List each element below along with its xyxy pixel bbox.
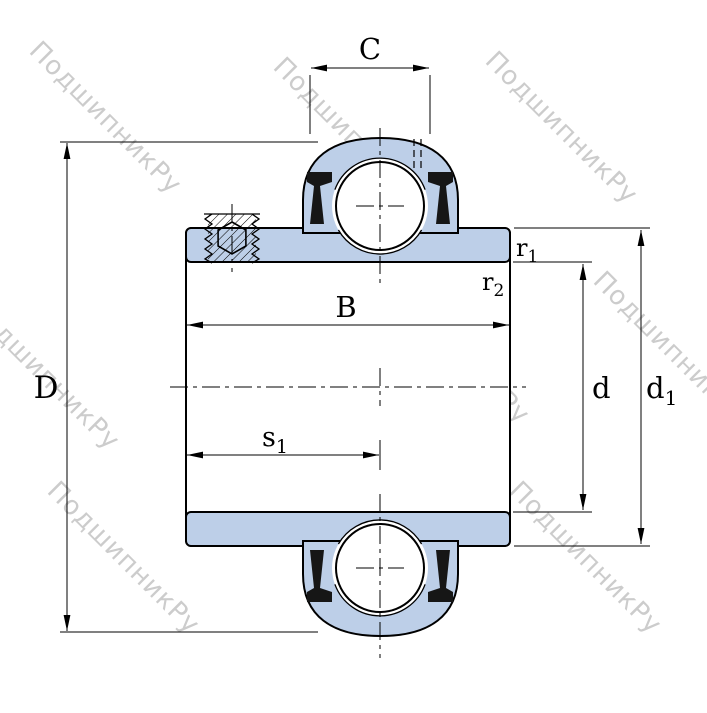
centerlines <box>170 128 526 658</box>
dim-label-d: d <box>592 371 611 405</box>
dim-s1-arrow-left <box>187 451 203 459</box>
dim-d1: d1 <box>514 227 677 547</box>
dim-label-B: B <box>335 290 356 324</box>
dim-label-d1: d1 <box>646 371 677 410</box>
grub-screw-thread-right <box>250 213 261 264</box>
dim-D: D <box>34 141 318 633</box>
grub-screw <box>203 204 261 272</box>
dim-d1-arrow-bottom <box>637 528 645 544</box>
dim-label-r2: r2 <box>482 268 504 301</box>
dim-B-arrow-left <box>187 321 203 329</box>
outer-raceway-top <box>334 157 426 190</box>
dim-C-arrow-right <box>413 64 429 72</box>
dim-label-C: C <box>359 32 381 66</box>
dim-label-s1: s1 <box>262 422 288 458</box>
seal-right-bottom <box>428 550 453 602</box>
dim-s1: s1 <box>187 422 381 470</box>
seal-left-top <box>307 172 332 224</box>
dim-d-arrow-bottom <box>579 494 587 510</box>
bearing-drawing <box>170 128 526 658</box>
dim-s1-arrow-right <box>363 451 379 459</box>
dim-D-arrow-top <box>63 143 71 159</box>
dim-C-arrow-left <box>311 64 327 72</box>
dim-C: C <box>309 32 431 134</box>
seal-right-top <box>428 172 453 224</box>
seal-left-bottom <box>307 550 332 602</box>
dim-B: B <box>187 290 509 329</box>
grub-screw-thread-left <box>203 213 214 264</box>
dim-label-D: D <box>34 370 59 406</box>
dim-d: d <box>513 261 611 513</box>
dim-D-arrow-bottom <box>63 615 71 631</box>
dimensions: C D B s1 <box>34 32 677 633</box>
inner-raceway-top <box>337 229 423 255</box>
dim-label-r1: r1 <box>516 234 538 267</box>
dim-d1-arrow-top <box>637 230 645 246</box>
dim-d-arrow-top <box>579 264 587 280</box>
dim-B-arrow-right <box>493 321 509 329</box>
